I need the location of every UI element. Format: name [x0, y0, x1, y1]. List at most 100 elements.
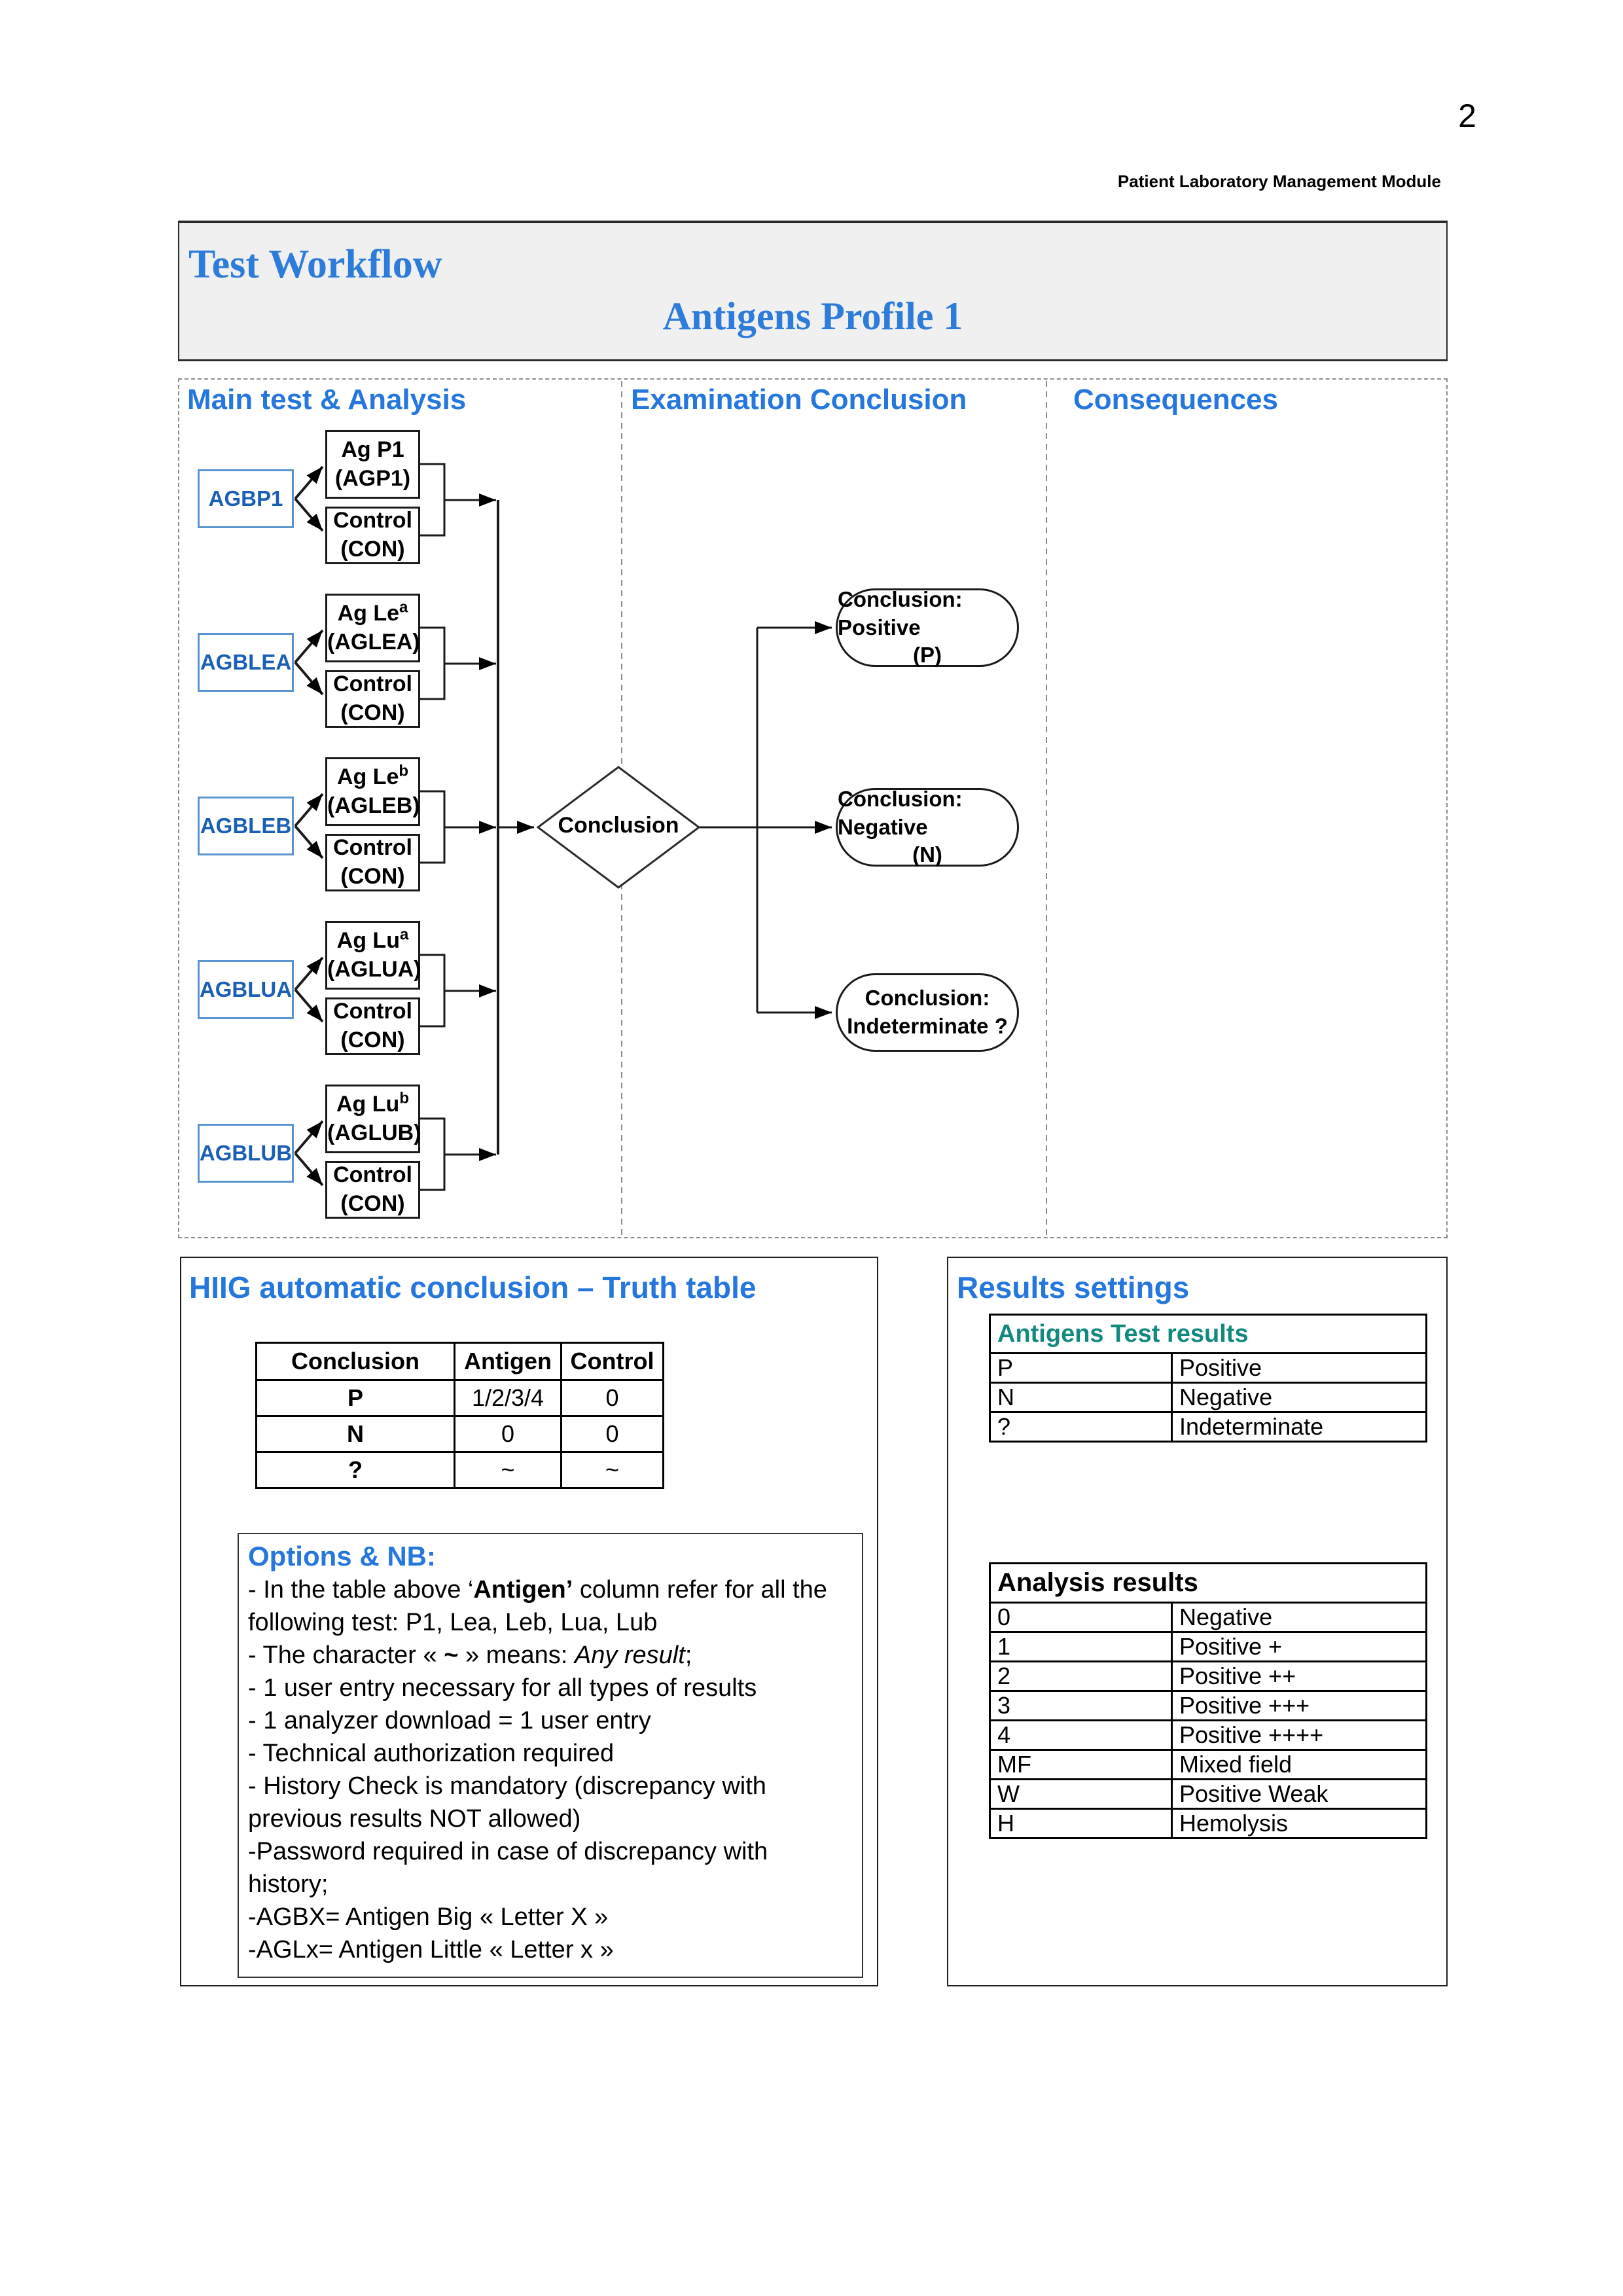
truth-table-panel: HIIG automatic conclusion – Truth table …: [180, 1257, 878, 1986]
table-row: P 1/2/3/4 0: [255, 1379, 664, 1417]
control-node: Control (CON): [325, 1161, 420, 1219]
antigen-name: Ag Lea: [337, 598, 408, 626]
column-header-consequences: Consequences: [1073, 384, 1278, 416]
antigen-node: Ag Lua (AGLUA): [325, 921, 421, 990]
title-box: Test Workflow Antigens Profile 1: [178, 221, 1448, 361]
antigen-code: (AGLUA): [327, 956, 421, 982]
truth-cell: 0: [560, 1379, 664, 1417]
result-code: 4: [989, 1719, 1173, 1751]
antigen-code: (AGP1): [334, 465, 411, 491]
result-code: 3: [989, 1690, 1173, 1721]
antigens-table-header: Antigens Test results: [989, 1314, 1427, 1354]
truth-header-control: Control: [560, 1342, 664, 1381]
control-name: Control: [333, 1162, 412, 1188]
control-node: Control (CON): [325, 507, 420, 564]
test-group-label: AGBP1: [198, 469, 294, 528]
table-row: ? Indeterminate: [989, 1411, 1427, 1443]
decision-connectors: [497, 500, 832, 1155]
table-row: Antigens Test results: [989, 1314, 1427, 1354]
result-label: Positive +++: [1171, 1690, 1427, 1721]
antigen-name: Ag Lub: [336, 1089, 409, 1117]
options-line: -AGLx= Antigen Little « Letter x »: [248, 1936, 614, 1964]
control-code: (CON): [340, 1191, 405, 1216]
table-row: N 0 0: [255, 1415, 664, 1453]
control-code: (CON): [340, 864, 405, 889]
test-group-label: AGBLUA: [198, 960, 294, 1019]
control-code: (CON): [340, 700, 405, 725]
table-row: 4 Positive ++++: [989, 1719, 1427, 1751]
result-label: Positive ++++: [1171, 1719, 1427, 1751]
result-label: Negative: [1171, 1602, 1427, 1633]
antigen-node: Ag Leb (AGLEB): [325, 757, 420, 826]
options-line: - 1 analyzer download = 1 user entry: [248, 1707, 651, 1734]
outcome-line: Indeterminate ?: [847, 1014, 1008, 1038]
result-code: ?: [989, 1411, 1173, 1443]
test-group-label: AGBLEB: [198, 797, 294, 855]
table-row: N Negative: [989, 1382, 1427, 1413]
options-line: - 1 user entry necessary for all types o…: [248, 1674, 757, 1702]
antigen-name: Ag Lua: [336, 925, 409, 953]
options-note-box: Options & NB: - In the table above ‘Anti…: [238, 1533, 863, 1978]
options-line: - Technical authorization required: [248, 1740, 615, 1767]
outcome-line: Conclusion:: [865, 986, 990, 1011]
table-row: W Positive Weak: [989, 1778, 1427, 1810]
antigen-code: (AGLUB): [327, 1120, 421, 1145]
result-label: Positive Weak: [1171, 1778, 1427, 1810]
antigen-code: (AGLEB): [327, 793, 420, 818]
control-node: Control (CON): [325, 834, 420, 891]
table-row: 3 Positive +++: [989, 1690, 1427, 1721]
page-subtitle: Antigens Profile 1: [662, 295, 963, 338]
group-connectors: [294, 463, 496, 1191]
decision-label: Conclusion: [558, 813, 679, 838]
result-code: MF: [989, 1749, 1173, 1780]
outcome-line: Conclusion: Positive: [838, 586, 963, 639]
result-label: Negative: [1171, 1382, 1427, 1413]
truth-cell: 0: [454, 1415, 562, 1453]
result-label: Positive ++: [1171, 1660, 1427, 1692]
antigen-node: Ag Lea (AGLEA): [325, 594, 420, 662]
truth-cell: ~: [560, 1451, 664, 1489]
page-title: Test Workflow: [188, 242, 442, 287]
result-label: Indeterminate: [1171, 1411, 1427, 1443]
antigen-code: (AGLEA): [327, 629, 420, 655]
outcome-positive: Conclusion: Positive (P): [836, 586, 1019, 668]
result-code: P: [989, 1352, 1173, 1384]
document-header: Patient Laboratory Management Module: [1117, 171, 1441, 191]
truth-cell: P: [255, 1379, 455, 1417]
result-label: Mixed field: [1171, 1749, 1427, 1780]
options-line: -AGBX= Antigen Big « Letter X »: [248, 1903, 609, 1931]
antigen-node: Ag P1 (AGP1): [325, 430, 420, 499]
result-code: 1: [989, 1631, 1173, 1662]
antigen-node: Ag Lub (AGLUB): [325, 1085, 421, 1153]
control-name: Control: [333, 508, 412, 533]
result-code: N: [989, 1382, 1173, 1413]
control-node: Control (CON): [325, 997, 420, 1055]
analysis-results-table: Analysis results 0 Negative 1 Positive +…: [989, 1562, 1427, 1839]
table-row: P Positive: [989, 1352, 1427, 1384]
table-row: 1 Positive +: [989, 1631, 1427, 1662]
analysis-table-header: Analysis results: [989, 1562, 1427, 1604]
truth-cell: 0: [560, 1415, 664, 1453]
table-row: 2 Positive ++: [989, 1660, 1427, 1692]
control-code: (CON): [340, 1028, 405, 1052]
outcome-line: (P): [913, 643, 942, 668]
outcome-line: Conclusion: Negative: [838, 786, 963, 839]
page-number: 2: [1458, 98, 1476, 134]
control-name: Control: [333, 672, 412, 697]
options-line: - The character « ~ » means: Any result;: [248, 1641, 692, 1669]
options-line: - In the table above ‘Antigen’ column re…: [248, 1576, 827, 1636]
antigen-name: Ag Leb: [336, 762, 409, 789]
decision-diamond: [536, 766, 701, 889]
result-label: Positive +: [1171, 1631, 1427, 1662]
result-label: Positive: [1171, 1352, 1427, 1384]
outcome-line: (N): [912, 842, 942, 867]
table-row: 0 Negative: [989, 1602, 1427, 1633]
table-row: MF Mixed field: [989, 1749, 1427, 1780]
truth-section-title: HIIG automatic conclusion – Truth table: [189, 1270, 757, 1304]
results-section-title: Results settings: [957, 1270, 1190, 1304]
result-code: H: [989, 1808, 1173, 1839]
table-row: Conclusion Antigen Control: [255, 1342, 664, 1381]
options-line: -Password required in case of discrepanc…: [248, 1838, 768, 1898]
column-separators: [621, 381, 1047, 1236]
result-code: 2: [989, 1660, 1173, 1692]
